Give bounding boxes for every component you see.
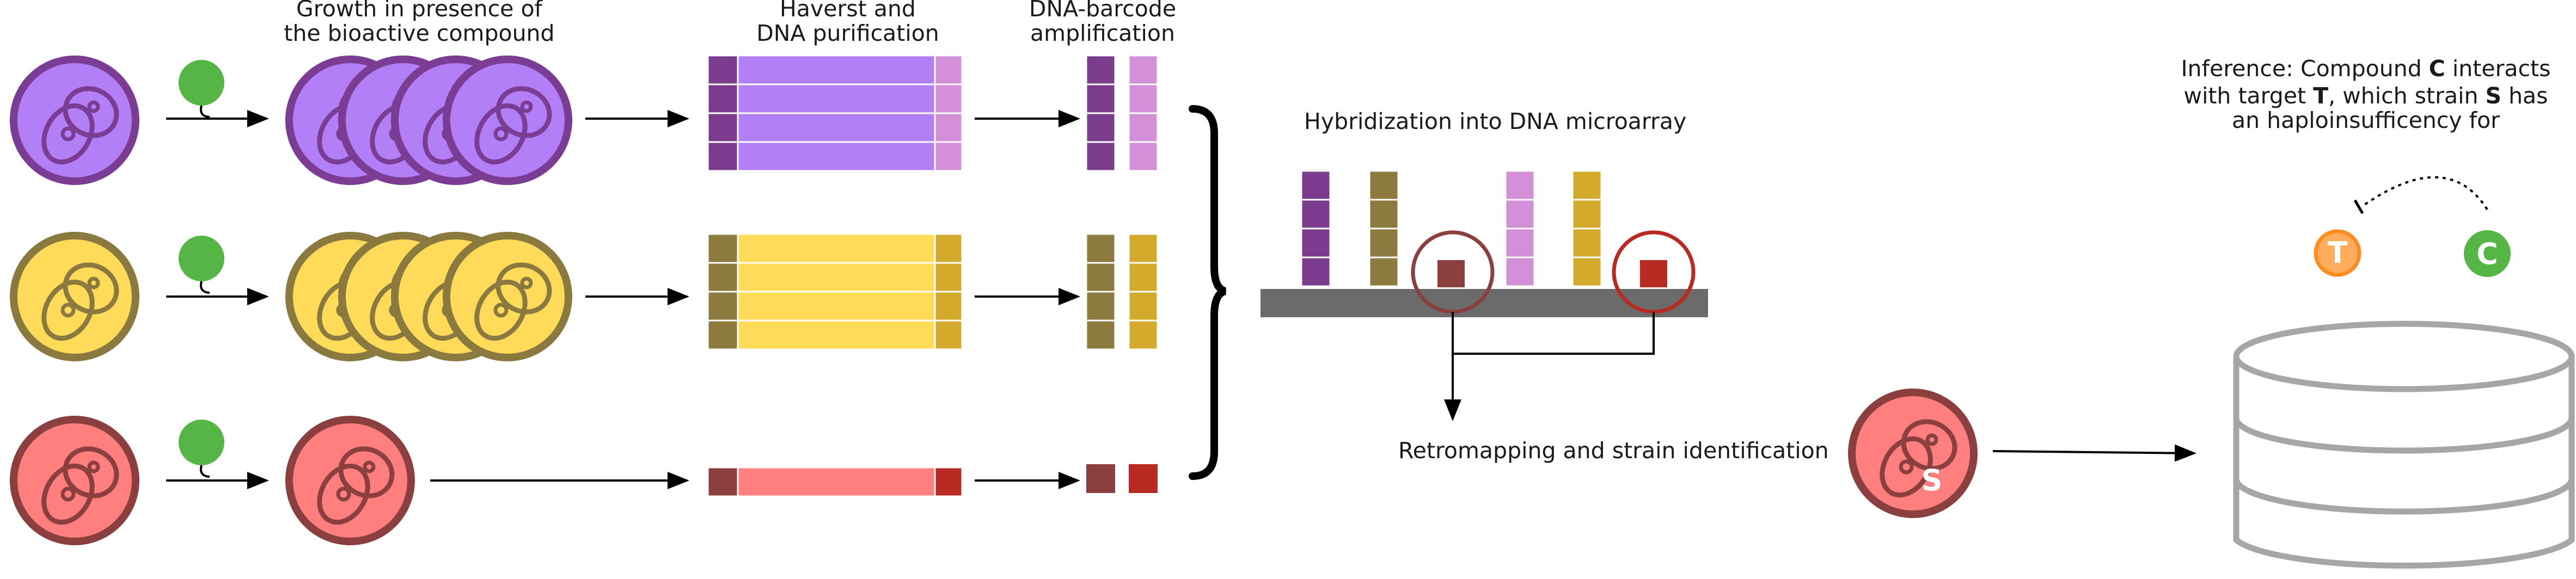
identified-strain-s: S xyxy=(1848,389,1978,518)
inhibition-dotted-arc xyxy=(2362,176,2488,211)
red-strain-cell xyxy=(10,416,139,545)
yellow-dna-stack xyxy=(707,233,963,350)
database-icon xyxy=(2233,321,2575,569)
red-strain-growth-cell xyxy=(285,416,415,545)
yellow-strain-cell xyxy=(10,232,139,361)
barcode-label-line1: DNA-barcode xyxy=(1029,0,1176,22)
arrow xyxy=(1992,444,2196,462)
yellow-barcodes xyxy=(1085,233,1159,350)
purple-strain-growth-cells xyxy=(285,56,572,185)
purple-barcodes xyxy=(1085,54,1159,172)
yellow-strain-growth-cells xyxy=(285,232,572,361)
dna-microarray xyxy=(1261,170,1708,421)
pooling-brace xyxy=(1189,105,1227,480)
purple-strain-cell xyxy=(10,56,139,185)
target-label: T xyxy=(2328,236,2348,270)
retromapping-connector xyxy=(1452,312,1655,355)
red-strain-row xyxy=(10,416,1158,545)
strain-s-label: S xyxy=(1922,463,1943,497)
microarray-probe-pink xyxy=(1504,170,1535,287)
compound-badge: C xyxy=(2464,230,2511,277)
microarray-probe-dark-red xyxy=(1437,260,1465,287)
inhibition-tbar xyxy=(2353,199,2364,214)
red-barcodes xyxy=(1086,464,1158,493)
microarray-probe-gold xyxy=(1571,170,1602,287)
microarray-probe-purple xyxy=(1300,170,1331,287)
harvest-label-line1: Haverst and xyxy=(780,0,916,22)
microarray-probe-olive xyxy=(1368,170,1399,287)
compound-icon xyxy=(179,236,224,294)
purple-dna-stack xyxy=(707,54,963,172)
target-badge: T xyxy=(2314,229,2361,277)
growth-label-line2: the bioactive compound xyxy=(284,20,554,46)
inference-line3: an haploinsufficency for xyxy=(2232,107,2500,133)
microarray-probe-red xyxy=(1640,260,1667,287)
purple-strain-row xyxy=(10,54,1159,185)
barcode-label-line2: amplification xyxy=(1030,20,1175,46)
compound-icon xyxy=(179,420,224,478)
inference-line1: Inference: Compound C interacts xyxy=(2181,56,2550,82)
retromapping-label: Retromapping and strain identification xyxy=(1398,438,1829,464)
yellow-strain-row xyxy=(10,232,1159,361)
compound-icon xyxy=(179,60,224,118)
growth-label-line1: Growth in presence of xyxy=(296,0,543,22)
harvest-label-line2: DNA purification xyxy=(756,20,939,46)
inference-line2: with target T, which strain S has xyxy=(2183,83,2548,109)
compound-label: C xyxy=(2476,237,2498,271)
red-dna-stack xyxy=(707,466,963,497)
hybridization-label: Hybridization into DNA microarray xyxy=(1304,108,1686,134)
